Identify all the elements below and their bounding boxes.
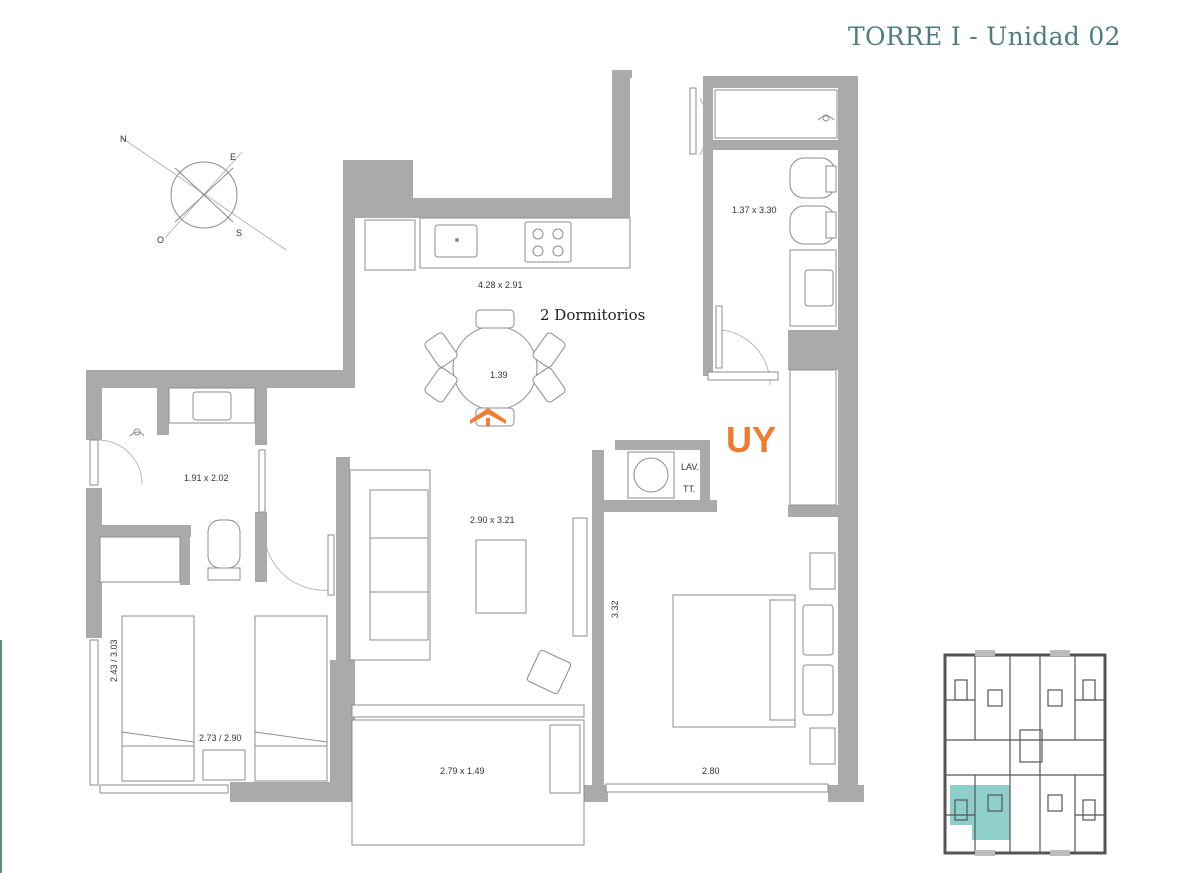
compass-icon: N E S O [120,134,287,251]
unit-highlight [972,785,1010,840]
stove-icon [524,221,572,263]
room-label-master-height: 3.32 [610,600,620,618]
laundry-label: LAV. [681,462,699,472]
bedroom-twin [89,615,328,794]
table-size-label: 1.39 [490,370,508,380]
main-bathroom [689,87,838,386]
room-label-bedroom-height: 2.43 / 3.03 [109,639,119,682]
room-label-secondary-bath: 1.91 x 2.02 [184,473,229,483]
room-label-kitchen: 4.28 x 2.91 [478,280,523,290]
key-plan [943,650,1107,856]
compass-o-label: O [157,235,164,245]
watermark-text: UY [726,419,776,460]
room-label-balcony: 2.79 x 1.49 [440,766,485,776]
compass-n-label: N [120,134,127,144]
watermark-logo [470,408,506,426]
walls [86,70,864,802]
dining-table: 1.39 [424,309,566,427]
room-label-living: 2.90 x 3.21 [470,515,515,525]
edge-accent [0,640,2,873]
balcony [351,704,585,846]
room-label-master-width: 2.80 [702,766,720,776]
laundry: LAV. TT. [627,451,699,499]
water-heater-label: TT. [683,484,696,494]
living-room [349,469,588,695]
compass-s-label: S [236,228,242,238]
secondary-bathroom [89,387,335,596]
bedrooms-subtitle: 2 Dormitorios [540,306,645,324]
compass-e-label: E [230,152,236,162]
shutter-right [789,369,837,506]
room-label-bedroom-twin: 2.73 / 2.90 [199,733,242,743]
bedroom-master [605,552,836,793]
room-label-bathroom: 1.37 x 3.30 [732,205,777,215]
kitchen [364,217,631,271]
unit-title: TORRE I - Unidad 02 [848,22,1121,51]
